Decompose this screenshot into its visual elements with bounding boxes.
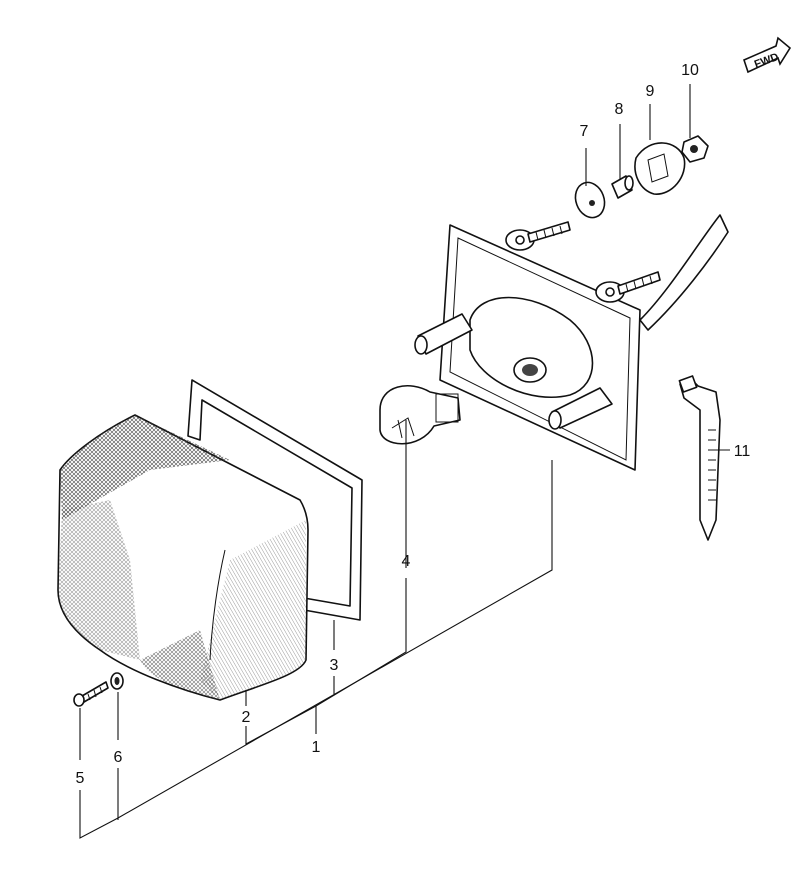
- screw-part: [73, 681, 109, 707]
- callout-7: 7: [580, 123, 589, 140]
- callout-9: 9: [646, 83, 655, 100]
- callout-11: 11: [734, 443, 751, 460]
- lens-part: [57, 414, 309, 701]
- leader-lines: [79, 84, 730, 839]
- nut-part: [681, 135, 709, 163]
- grommet-part: [634, 142, 686, 195]
- callout-8: 8: [615, 101, 624, 118]
- fwd-arrow-icon: FWD: [743, 36, 792, 74]
- gasket-part: [187, 379, 363, 621]
- bulb-part: [379, 384, 461, 445]
- small-washer-part: [110, 672, 124, 690]
- callout-6: 6: [114, 749, 123, 766]
- callout-4: 4: [402, 553, 411, 570]
- callout-3: 3: [330, 657, 339, 674]
- collar-part: [611, 175, 634, 199]
- lamp-housing-part: [414, 214, 729, 471]
- washer-part: [574, 181, 606, 219]
- callout-labels: 1 2 3 4 5 6 7 8 9 10 11: [76, 62, 751, 787]
- callout-10: 10: [681, 62, 699, 79]
- callout-5: 5: [76, 770, 85, 787]
- callout-1: 1: [312, 739, 321, 756]
- cable-tie-part: [678, 375, 721, 541]
- callout-2: 2: [242, 709, 251, 726]
